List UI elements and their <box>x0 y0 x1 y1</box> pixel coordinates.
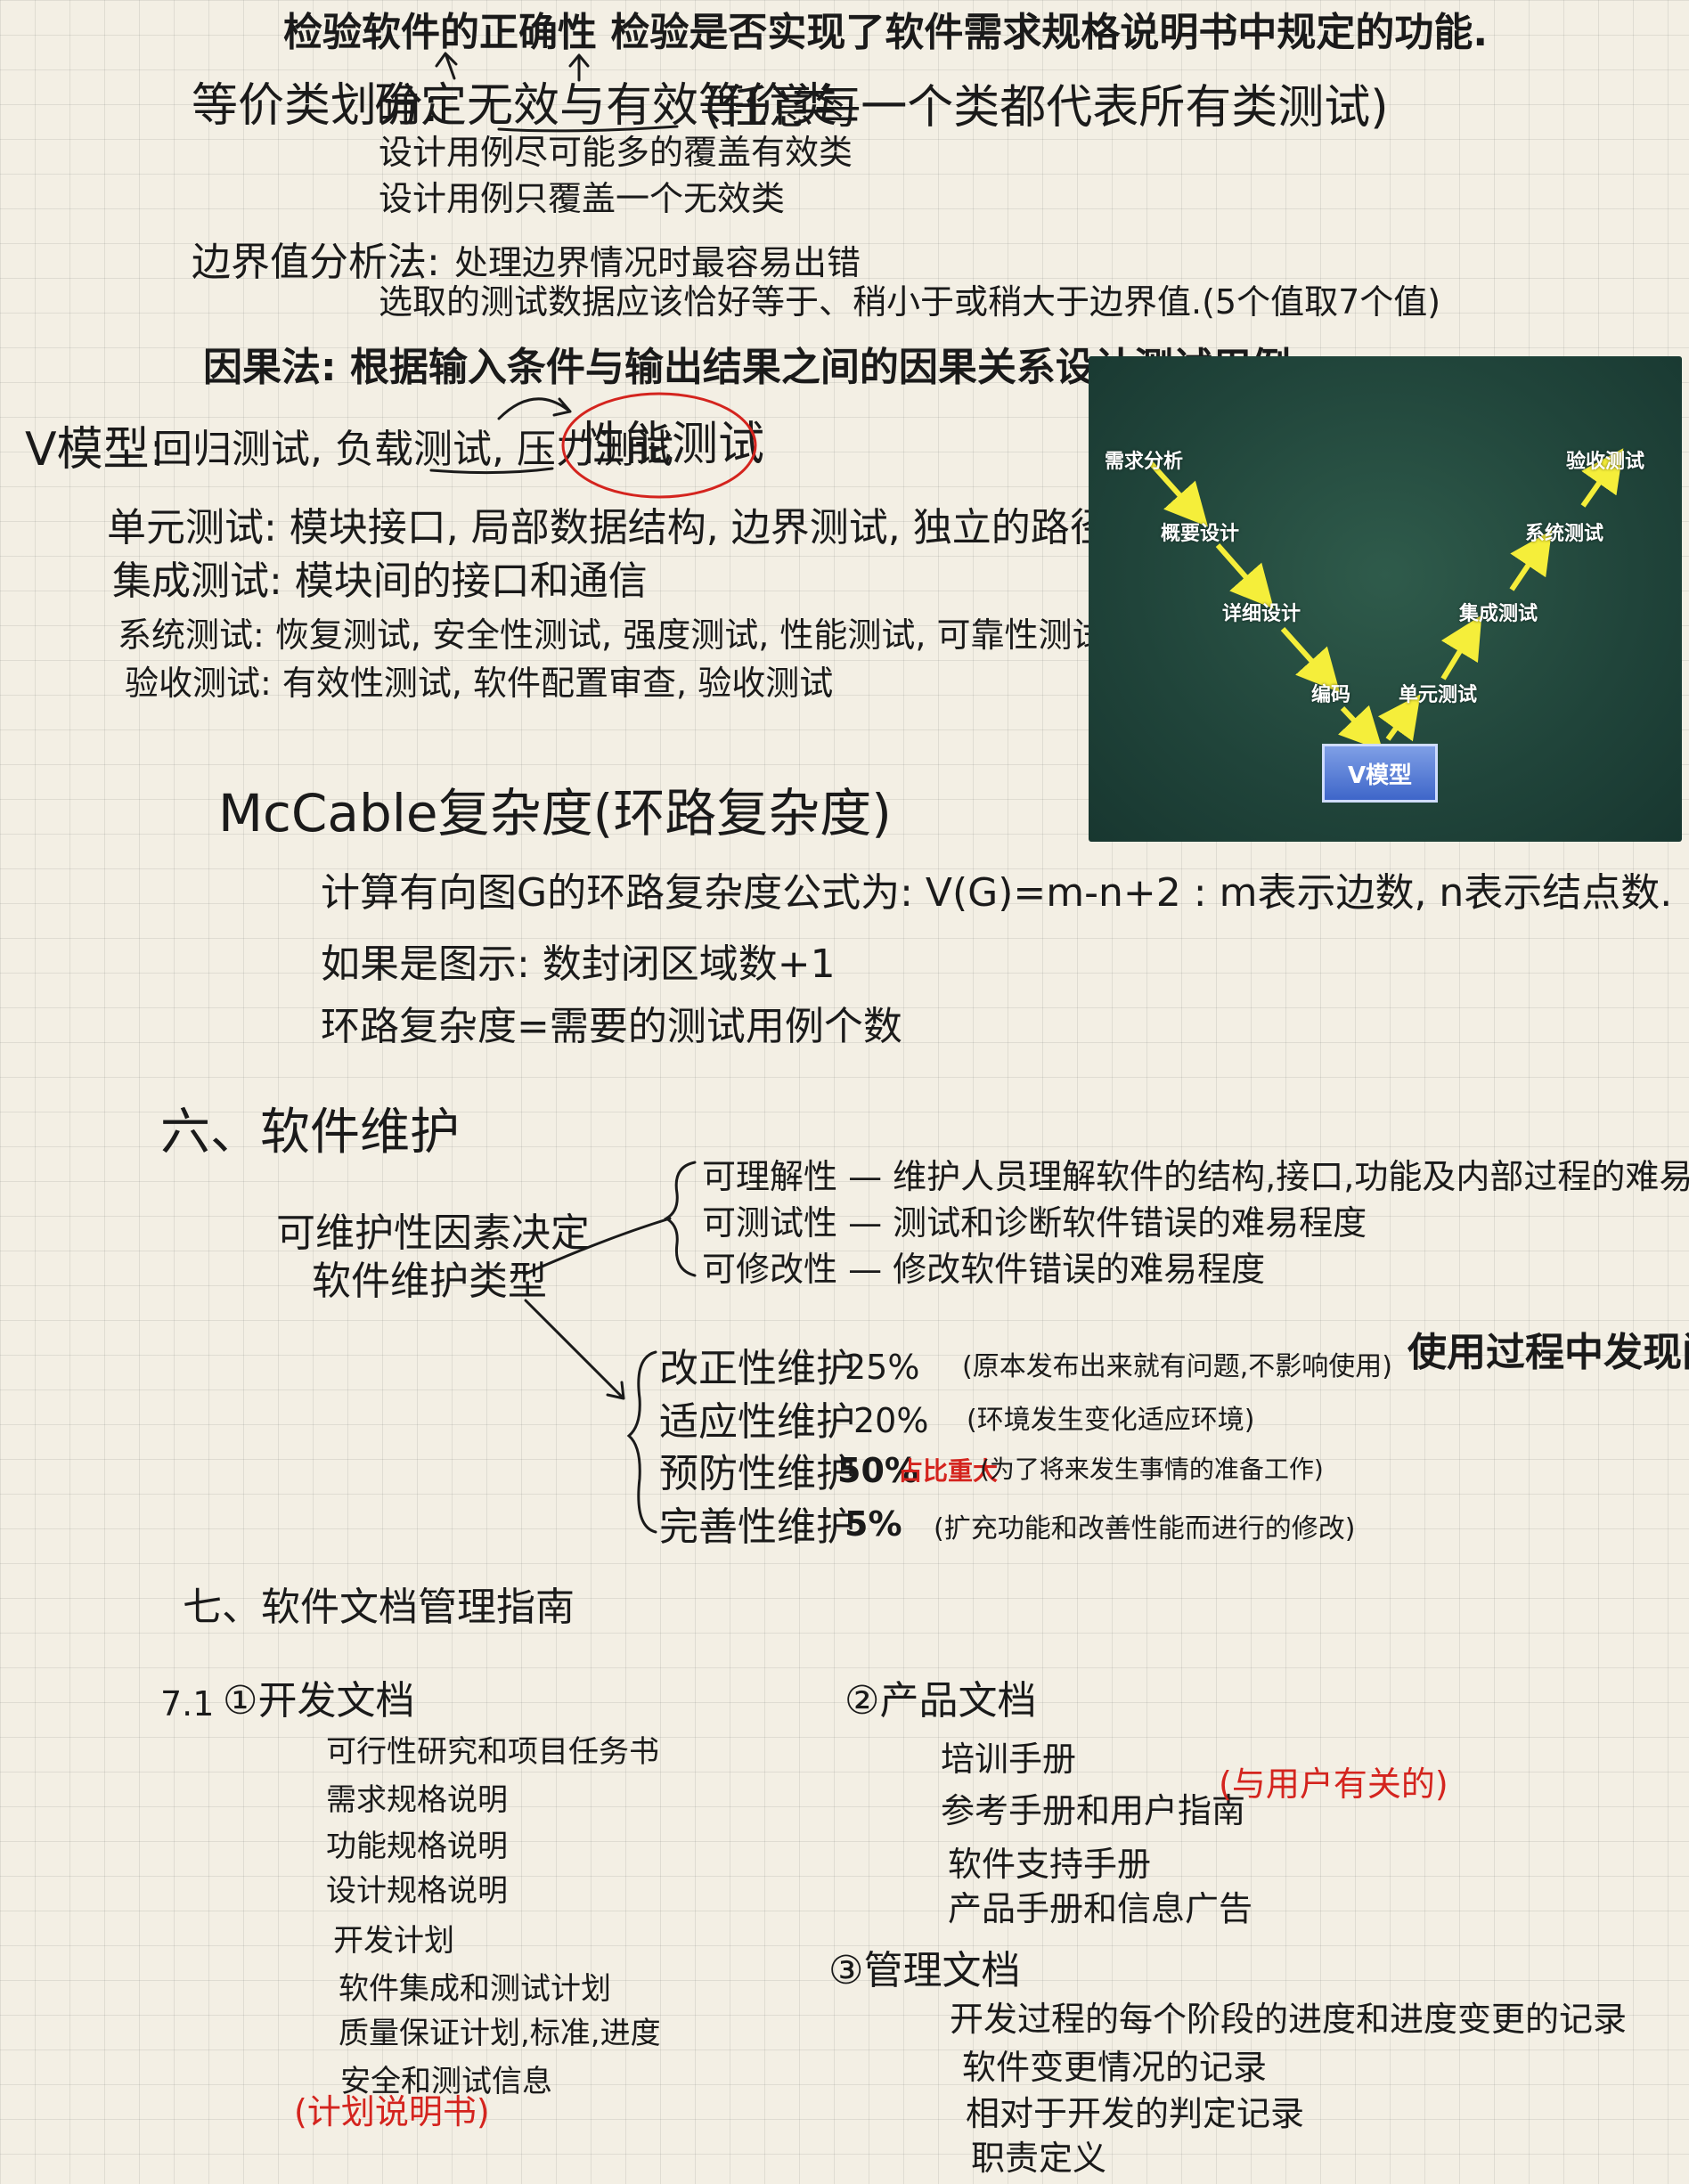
v-label-system: 系统测试 <box>1524 523 1604 545</box>
list-item: 设计规格说明 <box>326 1873 508 1909</box>
maint-type-note: (环境发生变化适应环境) <box>967 1405 1255 1436</box>
v-label-detail: 详细设计 <box>1221 603 1301 625</box>
understandability: 可理解性 — 维护人员理解软件的结构,接口,功能及内部过程的难易程度. <box>702 1157 1689 1196</box>
list-item: 产品手册和信息广告 <box>948 1889 1253 1928</box>
boundary-detail: 选取的测试数据应该恰好等于、稍小于或稍大于边界值.(5个值取7个值) <box>379 282 1441 322</box>
maint-type-note: (原本发布出来就有问题,不影响使用) <box>962 1351 1392 1382</box>
list-item: 需求规格说明 <box>326 1782 508 1818</box>
mgmt-doc-title: ③管理文档 <box>828 1948 1021 1993</box>
list-item: 功能规格说明 <box>326 1829 508 1864</box>
dev-doc-index: 7.1 <box>160 1684 215 1724</box>
maint-type-name: 改正性维护 <box>659 1346 855 1391</box>
list-item: 软件支持手册 <box>948 1845 1152 1884</box>
v-label-integration: 集成测试 <box>1458 603 1538 625</box>
mccabe-formula: 计算有向图G的环路复杂度公式为: V(G)=m-n+2 : m表示边数, n表示… <box>321 870 1673 916</box>
equiv-note: (任意每一个类都代表所有类测试) <box>704 81 1389 134</box>
v-label-outline: 概要设计 <box>1160 523 1240 545</box>
list-item: 参考手册和用户指南 <box>941 1791 1246 1830</box>
maint-type-extra: 占比重大 <box>898 1456 999 1486</box>
mccabe-if-graph: 如果是图示: 数封闭区域数+1 <box>321 941 836 987</box>
maint-type-pct: 50% <box>837 1451 918 1490</box>
arrow-coding-center <box>1337 705 1383 752</box>
maint-type-note: (为了将来发生事情的准备工作) <box>980 1455 1324 1484</box>
list-item: 相对于开发的判定记录 <box>966 2094 1305 2133</box>
v-model-heading: V模型: <box>25 423 166 477</box>
mccabe-title: McCable复杂度(环路复杂度) <box>218 783 892 843</box>
acceptance-test: 验收测试: 有效性测试, 软件配置审查, 验收测试 <box>125 664 834 703</box>
maint-type-pct: 20% <box>853 1401 929 1440</box>
v-label-unit: 单元测试 <box>1398 684 1478 706</box>
list-item: 软件集成和测试计划 <box>339 1971 611 2007</box>
dev-doc-note: (计划说明书) <box>294 2092 490 2131</box>
arrow-req-outline <box>1148 460 1209 527</box>
arrow-system-acceptance <box>1580 448 1624 508</box>
maintenance-factors-1: 可维护性因素决定 <box>276 1210 590 1256</box>
list-item: 开发计划 <box>333 1923 454 1959</box>
maint-type-name: 适应性维护 <box>659 1399 855 1445</box>
arrow-detail-coding <box>1280 626 1341 693</box>
up-arrow <box>568 53 590 82</box>
header-line: 检验软件的正确性 检验是否实现了软件需求规格说明书中规定的功能. <box>283 10 1489 55</box>
brace <box>626 1350 657 1534</box>
integration-test: 集成测试: 模块间的接口和通信 <box>112 558 648 604</box>
list-item: 安全和测试信息 <box>340 2064 552 2099</box>
brace <box>663 1161 697 1277</box>
list-item: 开发过程的每个阶段的进度和进度变更的记录 <box>950 2000 1628 2039</box>
arrow-center-unit <box>1377 694 1421 742</box>
testability: 可测试性 — 测试和诊断软件错误的难易程度 <box>702 1203 1367 1243</box>
curved-arrow <box>524 1299 625 1400</box>
dev-doc-title: ①开发文档 <box>223 1678 415 1724</box>
list-item: 培训手册 <box>941 1740 1077 1779</box>
docs-title: 七、软件文档管理指南 <box>183 1585 575 1630</box>
list-item: 可行性研究和项目任务书 <box>326 1734 659 1770</box>
v-model-diagram: 需求分析 概要设计 详细设计 编码 单元测试 集成测试 系统测试 验收测试 V模… <box>1089 356 1682 842</box>
curved-arrow <box>497 397 572 420</box>
product-doc-title: ②产品文档 <box>844 1678 1037 1724</box>
arrow-integration-system <box>1509 530 1553 591</box>
boundary-text: 处理边界情况时最容易出错 <box>454 243 861 282</box>
maintenance-factors-2: 软件维护类型 <box>312 1259 547 1304</box>
maint-type-name: 预防性维护 <box>659 1451 855 1496</box>
v-model-circled: 性能测试 <box>579 418 765 471</box>
equiv-text: 确定无效与有效等价类 <box>374 79 838 133</box>
equiv-label: 等价类划分: <box>192 79 439 133</box>
list-item: 软件变更情况的记录 <box>962 2048 1268 2087</box>
list-item: 职责定义 <box>971 2139 1107 2178</box>
maint-type-note: (扩充功能和改善性能而进行的修改) <box>934 1513 1356 1544</box>
arrow-outline-detail <box>1215 543 1274 609</box>
maint-type-name: 完善性维护 <box>659 1504 855 1550</box>
v-model-center-box: V模型 <box>1322 744 1438 803</box>
maint-type-extra: 使用过程中发现问题 <box>1408 1330 1689 1375</box>
v-model-arrows <box>1148 448 1624 752</box>
equiv-valid: 设计用例尽可能多的覆盖有效类 <box>379 133 853 172</box>
up-arrow <box>435 52 458 80</box>
maintenance-title: 六、软件维护 <box>160 1104 460 1161</box>
maint-type-pct: 5% <box>844 1504 902 1544</box>
system-test: 系统测试: 恢复测试, 安全性测试, 强度测试, 性能测试, 可靠性测试和安装测… <box>118 615 1276 655</box>
v-label-coding: 编码 <box>1310 684 1351 706</box>
list-item: 质量保证计划,标准,进度 <box>339 2016 661 2051</box>
mccabe-equals: 环路复杂度=需要的测试用例个数 <box>321 1004 902 1049</box>
equiv-invalid: 设计用例只覆盖一个无效类 <box>379 179 786 218</box>
v-label-acceptance: 验收测试 <box>1565 451 1645 473</box>
boundary-label: 边界值分析法: <box>192 240 440 285</box>
arrow-unit-integration <box>1440 615 1482 680</box>
product-doc-note: (与用户有关的) <box>1219 1764 1448 1804</box>
v-label-req: 需求分析 <box>1104 451 1184 473</box>
maint-type-pct: 25% <box>844 1348 920 1387</box>
modifiability: 可修改性 — 修改软件错误的难易程度 <box>702 1250 1266 1289</box>
